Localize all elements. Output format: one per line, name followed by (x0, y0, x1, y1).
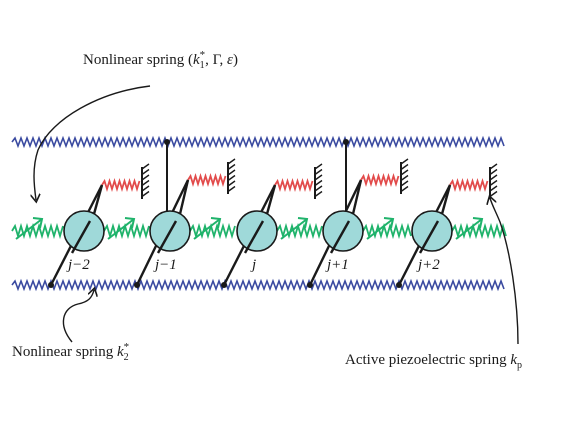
pendulum-rod-overlay (351, 179, 363, 215)
ground-hatch-line (489, 190, 498, 198)
ground-hatch-line (400, 163, 409, 171)
chain-arrow-shaft (107, 218, 135, 240)
ground-hatch-line (227, 163, 236, 171)
ground-hatch-line (141, 168, 150, 176)
ground-hatch-line (314, 168, 323, 176)
pendulum-rod-overlay (178, 179, 190, 215)
chain-arrow-head (472, 217, 484, 229)
lattice-nodes (63, 179, 453, 254)
ground-hatch-line (227, 158, 236, 165)
chain-spring-segment (189, 222, 236, 240)
pivot-dot (343, 139, 349, 145)
ground-hatch-line (489, 185, 498, 192)
pivot-dot (221, 282, 227, 288)
chain-arrow-head (210, 217, 222, 229)
chain-spring-segment (103, 222, 150, 240)
ground-hatch-line (227, 180, 236, 187)
chain-arrow-shaft (366, 218, 394, 240)
pendulum-rod-overlay (92, 184, 104, 215)
pendulum-rod-overlay (265, 184, 277, 215)
node-label: j+1 (325, 257, 349, 273)
chain-arrow-head (297, 217, 309, 229)
chain-arrow-head (124, 217, 136, 229)
chain-arrow-shaft (15, 218, 43, 240)
ground-hatch-line (141, 185, 150, 192)
chain-spring-segment (451, 222, 507, 240)
chain-arrow-shaft (455, 218, 483, 240)
node-labels: j−2 j−1 j j+1 j+2 (66, 257, 440, 273)
ground-hatch-line (314, 174, 323, 181)
label-nonlinear-spring-k1: Nonlinear spring (k1*, Γ, ε) (83, 49, 238, 71)
bottom-spring-coil (11, 278, 505, 292)
piezo-spring-coil (101, 177, 141, 193)
label-piezo-spring-kp: Active piezoelectric spring kp (345, 352, 522, 371)
piezoelectric-springs (101, 158, 498, 199)
callout-arrow-spring2 (62, 290, 94, 343)
node-label: j (250, 257, 256, 273)
label-nonlinear-spring-k2: Nonlinear spring k2* (12, 341, 129, 363)
piezo-spring-coil (187, 172, 227, 188)
ground-hatch-line (400, 174, 409, 182)
ground-hatch-line (141, 190, 150, 198)
chain-arrow-shaft (193, 218, 221, 240)
ground-hatch-line (141, 179, 150, 187)
callout-arrow-piezo (490, 198, 519, 345)
ground-hatch-line (141, 163, 150, 170)
chain-arrow-head (32, 217, 44, 229)
node-label: j+2 (416, 257, 440, 273)
ground-hatch-line (314, 179, 323, 187)
linear-chain-springs (11, 217, 507, 240)
ground-hatch-line (400, 185, 409, 193)
piezo-spring-coil (449, 177, 489, 193)
ground-hatch-line (489, 179, 498, 187)
chain-arrow-head (383, 217, 395, 229)
pendulum-rod-overlay (418, 220, 440, 254)
pivot-dot (396, 282, 402, 288)
chain-spring-segment (11, 222, 64, 240)
pendulum-rod-overlay (329, 220, 351, 254)
ground-hatch-line (227, 174, 236, 182)
top-spring-coil (11, 135, 505, 149)
piezo-spring-coil (360, 172, 400, 188)
pendulum-rod-overlay (156, 220, 178, 254)
callout-arrow-spring1 (34, 85, 151, 200)
pivot-dot (48, 282, 54, 288)
bottom-nonlinear-spring-k2 (11, 278, 505, 292)
ground-hatch-line (227, 169, 236, 176)
pivot-dot (134, 282, 140, 288)
ground-hatch-line (400, 158, 409, 165)
ground-hatch-line (400, 169, 409, 176)
ground-hatch-line (400, 180, 409, 187)
ground-hatch-line (141, 174, 150, 181)
ground-hatch-line (489, 168, 498, 176)
pivot-dot (307, 282, 313, 288)
node-label: j−1 (153, 257, 177, 273)
node-label: j−2 (66, 257, 90, 273)
ground-hatch-line (314, 185, 323, 192)
chain-spring-segment (362, 222, 412, 240)
chain-arrow-shaft (280, 218, 308, 240)
ground-hatch-line (314, 190, 323, 198)
chain-spring-segment (276, 222, 323, 240)
pendulum-rod-overlay (440, 184, 452, 215)
ground-hatch-line (227, 185, 236, 193)
top-nonlinear-spring-k1 (11, 135, 505, 149)
pendulum-rod-overlay (243, 220, 265, 254)
ground-hatch-line (489, 174, 498, 181)
pivot-dot (164, 139, 170, 145)
ground-hatch-line (489, 163, 498, 170)
piezo-spring-coil (274, 177, 314, 193)
pendulum-rod-overlay (70, 220, 92, 254)
ground-hatch-line (314, 163, 323, 170)
